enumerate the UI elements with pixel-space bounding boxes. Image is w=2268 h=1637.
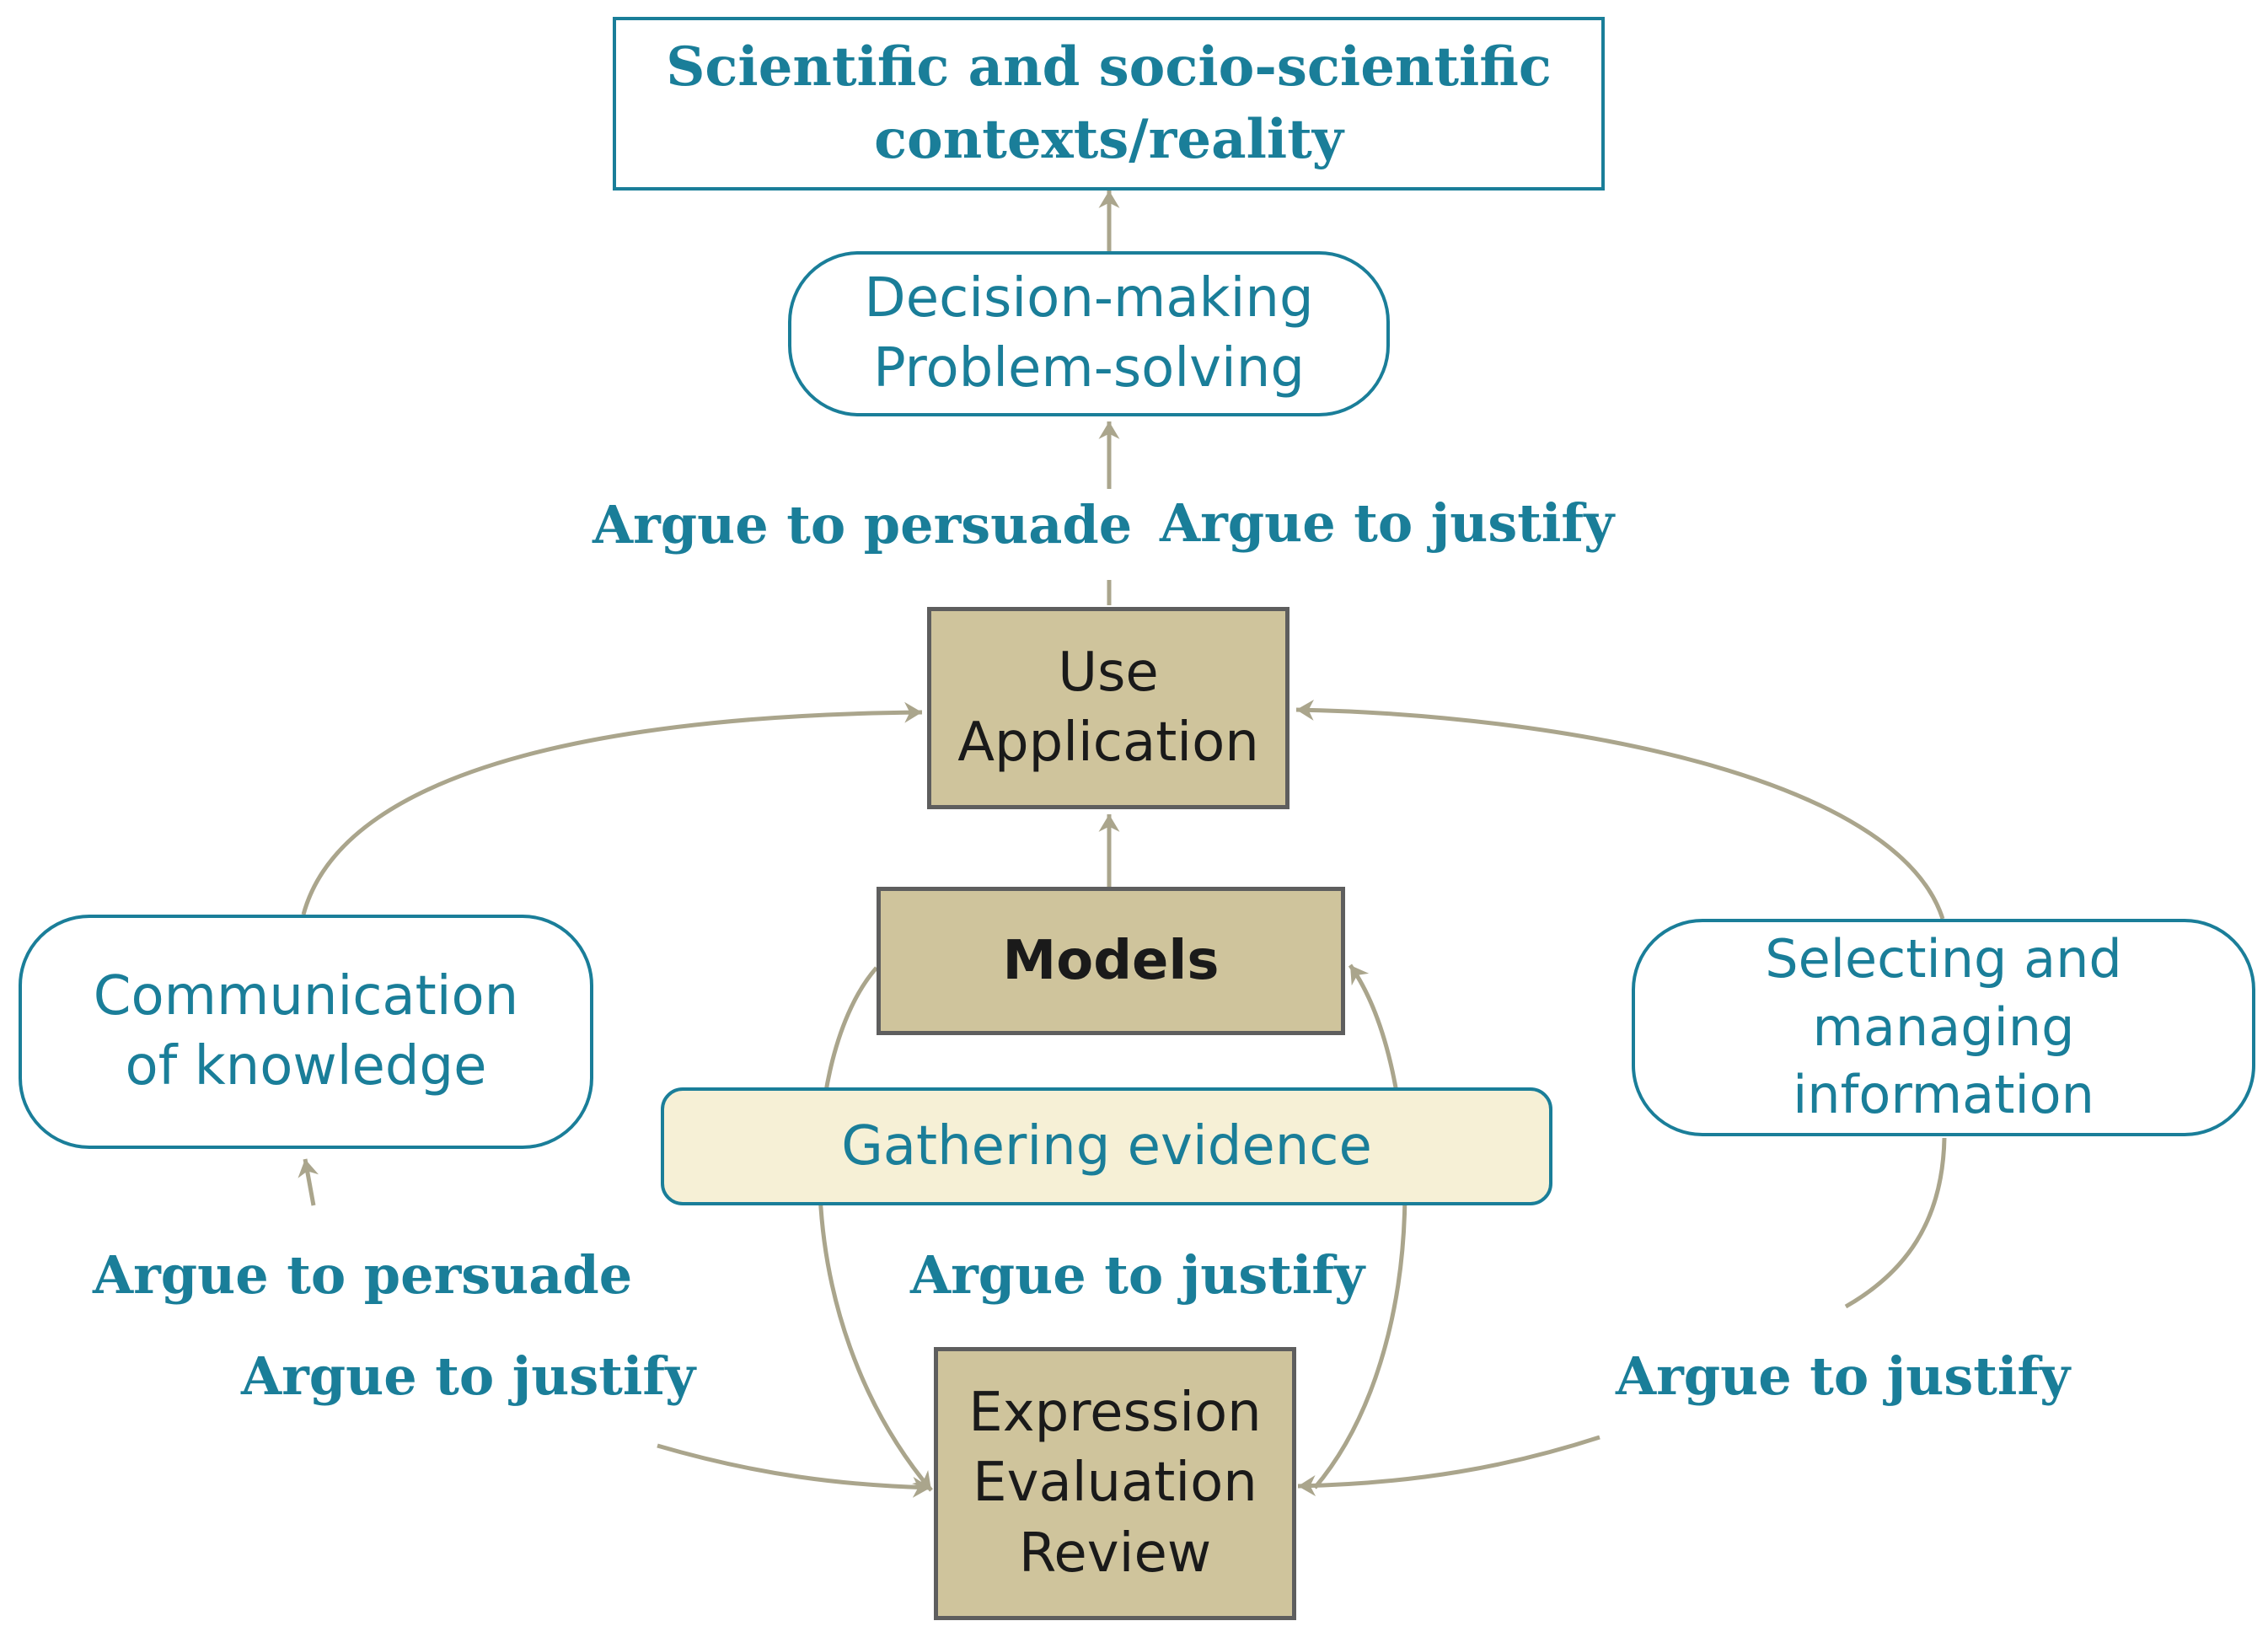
use-application-box: Use Application: [927, 607, 1289, 809]
label-argue-to-justify-center: Argue to justify: [910, 1244, 1365, 1306]
arrow-communication-to-use: [301, 701, 923, 915]
models-label: Models: [1002, 930, 1220, 992]
selecting-line-1: Selecting and: [1765, 928, 2122, 990]
label-argue-to-persuade-top: Argue to persuade: [592, 494, 1133, 556]
label-argue-to-justify-top: Argue to justify: [1160, 492, 1615, 554]
selecting-line-3: information: [1793, 1064, 2094, 1126]
use-line-1: Use: [1058, 641, 1159, 704]
communication-box: Communication of knowledge: [19, 915, 593, 1149]
decision-line-2: Problem-solving: [873, 337, 1305, 400]
selecting-line-2: managing: [1812, 996, 2075, 1058]
arrow-models-to-expression-left: [817, 966, 933, 1492]
arrow-selecting-to-use: [1295, 699, 1945, 920]
selecting-information-box: Selecting and managing information: [1632, 919, 2255, 1136]
context-line-1: Scientific and socio-scientific: [666, 35, 1552, 99]
arrow-selecting-to-justify-right: [1844, 1137, 1947, 1309]
gathering-label: Gathering evidence: [841, 1115, 1372, 1178]
label-argue-to-justify-right: Argue to justify: [1616, 1345, 2071, 1407]
label-argue-to-persuade-left: Argue to persuade: [93, 1244, 633, 1306]
gathering-evidence-box: Gathering evidence: [661, 1087, 1552, 1205]
use-line-2: Application: [957, 711, 1259, 774]
arrow-expression-to-models-right: [1313, 963, 1407, 1489]
expression-evaluation-review-box: Expression Evaluation Review: [934, 1347, 1296, 1620]
communication-line-1: Communication: [93, 964, 519, 1028]
context-line-2: contexts/reality: [874, 108, 1343, 171]
context-reality-box: Scientific and socio-scientific contexts…: [613, 17, 1605, 191]
arrow-persuade-to-communication: [298, 1158, 319, 1206]
expression-line-1: Expression: [968, 1382, 1262, 1445]
communication-line-2: of knowledge: [125, 1035, 487, 1098]
label-argue-to-justify-left: Argue to justify: [241, 1345, 696, 1407]
expression-line-2: Evaluation: [973, 1452, 1257, 1515]
expression-line-3: Review: [1018, 1522, 1212, 1585]
arrow-justify-left-to-expression: [657, 1443, 931, 1498]
arrow-justify-right-to-expression: [1297, 1435, 1600, 1497]
models-box: Models: [877, 887, 1345, 1035]
decision-line-1: Decision-making: [864, 266, 1314, 330]
decision-making-box: Decision-making Problem-solving: [788, 251, 1390, 416]
